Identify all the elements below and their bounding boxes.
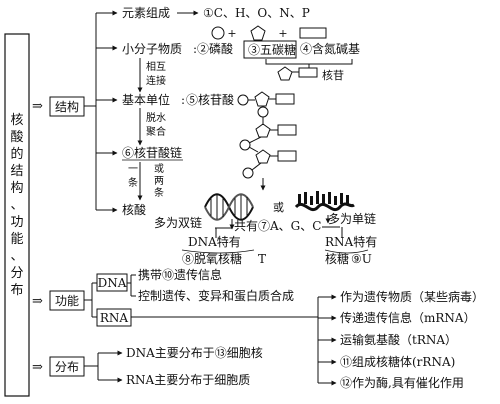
function-arrow: ⇒	[32, 294, 43, 309]
distribution-arrow: ⇒	[32, 360, 43, 375]
root-char-5: 、	[10, 198, 23, 213]
two-strand-1: 两	[154, 176, 164, 187]
elements-label: 元素组成	[122, 6, 170, 20]
root-char-8: 、	[10, 249, 23, 264]
small-molecules-colon: :	[193, 42, 197, 56]
dna-double-label: 多为双链	[154, 215, 202, 230]
distribution-item-2: RNA主要分布于细胞质	[126, 373, 250, 387]
base-rectangle-shape	[299, 27, 327, 39]
dna-function-2: 控制遗传、变异和蛋白质合成	[138, 288, 294, 303]
one-strand-2: 条	[128, 176, 138, 189]
structure-label: 结构	[55, 99, 79, 114]
distribution-label: 分布	[55, 360, 79, 374]
dna-specific-label: DNA特有	[188, 234, 241, 249]
dna-base-label: T	[258, 252, 266, 266]
nucleic-acid-label: 核酸	[122, 202, 146, 217]
rna-function-4: ⑪组成核糖体(rRNA)	[340, 354, 455, 369]
dehydration-label-2: 聚合	[146, 125, 166, 138]
distribution-item-1: DNA主要分布于⑬细胞核	[126, 346, 263, 360]
phosphate-circle-shape	[211, 26, 225, 40]
nucleotide-phosphate-shape	[237, 94, 249, 106]
rna-single-strand-shape	[294, 191, 355, 212]
rna-function-1: 作为遗传物质（某些病毒）	[340, 289, 484, 304]
nucleotide-chain-shape	[239, 106, 297, 179]
root-char-1: 酸	[10, 130, 23, 145]
basic-unit-colon: :	[181, 93, 185, 107]
root-char-10: 布	[10, 283, 23, 298]
root-char-9: 分	[10, 266, 23, 281]
root-char-3: 结	[10, 164, 23, 179]
small-molecules-label: 小分子物质	[122, 42, 182, 56]
root-char-0: 核	[10, 113, 23, 128]
plus-sign-1: +	[227, 27, 236, 40]
function-label: 功能	[55, 294, 79, 308]
function-dna-label: DNA	[98, 276, 127, 290]
chain-label: ⑥核苷酸链	[122, 145, 182, 160]
dna-double-helix-shape	[204, 193, 254, 221]
plus-sign-2: +	[278, 27, 287, 40]
rna-base-label: ⑨U	[351, 252, 372, 266]
nucleoside-pentagon-shape	[277, 66, 293, 81]
or-small-label: 或	[273, 201, 284, 214]
structure-arrow: ⇒	[32, 99, 43, 114]
function-rna-label: RNA	[100, 311, 129, 325]
rna-function-3: 运输氨基酸（tRNA）	[340, 332, 457, 347]
rna-single-label: 多为单链	[328, 211, 376, 226]
root-char-4: 构	[10, 181, 23, 196]
basic-unit-label: 基本单位	[122, 92, 170, 107]
dna-function-1: 携带⑩遗传信息	[138, 267, 222, 282]
pentose-box	[243, 40, 297, 59]
root-box: 核 酸 的 结 构 、 功 能 、 分 布	[4, 33, 30, 397]
or-label: 或	[154, 163, 164, 175]
link-label-1: 相互	[146, 60, 166, 73]
root-char-6: 功	[10, 215, 23, 230]
nucleoside-base-shape	[298, 67, 318, 78]
one-strand-1: 一	[128, 164, 138, 175]
nucleotide-pentagon-shape	[254, 91, 270, 107]
rna-function-5: ⑫作为酶,具有催化作用	[340, 375, 464, 390]
rna-function-2: 传递遗传信息（mRNA）	[340, 310, 476, 325]
root-char-2: 的	[10, 146, 23, 162]
shared-bases-label: 共有⑦A、G、C	[234, 219, 321, 233]
nucleotide-base-shape	[275, 93, 295, 105]
dehydration-label-1: 脱水	[146, 111, 166, 124]
link-label-2: 连接	[146, 74, 166, 87]
rna-specific-label: RNA特有	[325, 234, 377, 249]
dna-sugar-label: ⑧脱氧核糖	[182, 251, 242, 266]
nucleoside-label: 核苷	[322, 68, 344, 82]
two-strand-2: 条	[154, 186, 164, 199]
phosphate-item: ②磷酸	[197, 41, 233, 56]
rna-sugar-label: 核糖	[325, 251, 349, 266]
nucleoside-bracket	[265, 59, 353, 65]
pentose-item: ③五碳糖	[248, 42, 296, 57]
pentose-pentagon-shape	[250, 25, 266, 41]
base-item: ④含氮碱基	[300, 41, 360, 56]
basic-unit-value: ⑤核苷酸	[186, 92, 234, 107]
elements-value: ①C、H、O、N、P	[203, 6, 310, 20]
root-char-7: 能	[10, 232, 23, 247]
